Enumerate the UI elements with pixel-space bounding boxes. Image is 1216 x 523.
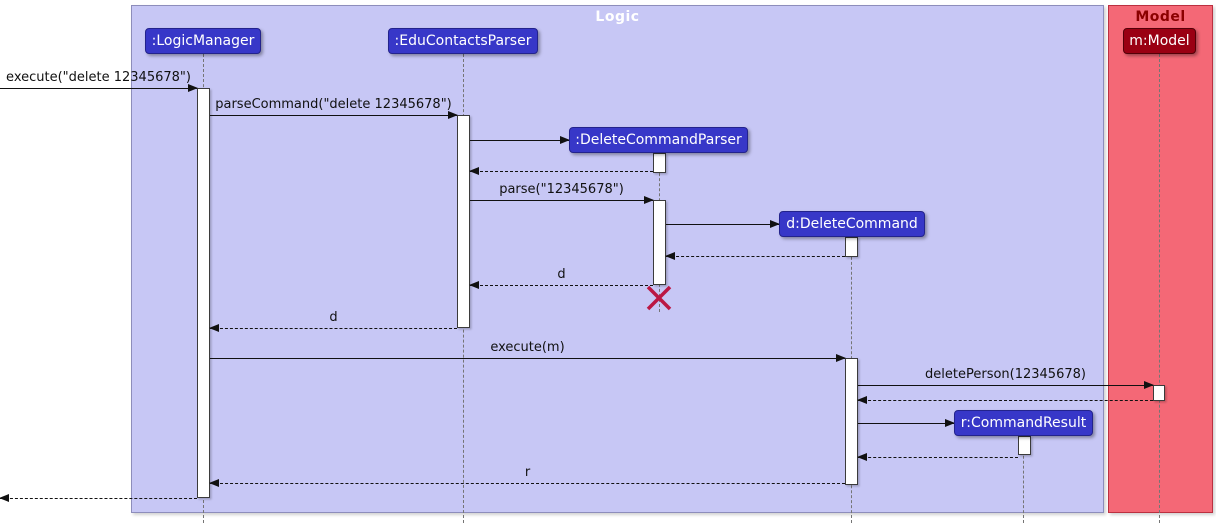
participant-logic-manager: :LogicManager — [145, 28, 261, 54]
arrowhead-left-icon — [857, 453, 867, 461]
arrowhead-right-icon — [836, 354, 846, 362]
participant-model-label: m:Model — [1129, 33, 1190, 49]
message-parse-command-label: parseCommand("delete 12345678") — [215, 97, 452, 112]
participant-edu-contacts-parser: :EduContactsParser — [388, 28, 538, 54]
lifeline-command-result — [1023, 436, 1024, 523]
arrowhead-right-icon — [560, 136, 570, 144]
message-return-d-to-manager-label: d — [329, 310, 338, 325]
message-execute-m-label: execute(m) — [490, 340, 565, 355]
participant-delete-command-parser-label: :DeleteCommandParser — [575, 132, 742, 148]
message-create-delete-command-parser-line — [470, 140, 569, 141]
participant-delete-command-label: d:DeleteCommand — [786, 216, 918, 232]
frame-logic: Logic — [131, 5, 1104, 513]
destroy-delete-command-parser-icon — [646, 285, 672, 311]
message-parse-command-line — [210, 115, 457, 116]
participant-command-result: r:CommandResult — [954, 410, 1093, 436]
participant-delete-command: d:DeleteCommand — [779, 211, 925, 237]
message-return-delete-person-line — [858, 400, 1153, 401]
message-create-delete-command-line — [666, 224, 779, 225]
activation-delete-command-create — [845, 237, 858, 257]
frame-title-model: Model — [1135, 9, 1186, 25]
frame-model: Model — [1108, 5, 1213, 513]
activation-logic-manager — [197, 88, 210, 498]
arrowhead-right-icon — [448, 111, 458, 119]
message-return-create-parser-line — [470, 171, 653, 172]
message-parse-line — [470, 200, 653, 201]
arrowhead-left-icon — [469, 281, 479, 289]
activation-model — [1153, 385, 1165, 401]
arrowhead-left-icon — [209, 479, 219, 487]
message-return-create-command-line — [666, 256, 845, 257]
arrowhead-left-icon — [665, 252, 675, 260]
arrowhead-right-icon — [644, 196, 654, 204]
activation-edu-contacts-parser — [457, 115, 470, 328]
message-return-d-to-parser-label: d — [557, 267, 566, 282]
message-execute-label: execute("delete 12345678") — [6, 70, 191, 85]
arrowhead-left-icon — [0, 494, 9, 502]
arrowhead-left-icon — [857, 396, 867, 404]
activation-delete-command-parser-create — [653, 153, 666, 173]
message-return-r-line — [210, 483, 845, 484]
arrowhead-right-icon — [1144, 381, 1154, 389]
message-parse-label: parse("12345678") — [499, 182, 624, 197]
message-return-final-line — [0, 498, 197, 499]
participant-delete-command-parser: :DeleteCommandParser — [569, 127, 748, 153]
participant-command-result-label: r:CommandResult — [960, 415, 1087, 431]
arrowhead-left-icon — [469, 167, 479, 175]
frame-title-logic: Logic — [595, 9, 640, 25]
message-delete-person-line — [858, 385, 1153, 386]
activation-delete-command-parser-parse — [653, 200, 666, 285]
message-return-create-result-line — [858, 457, 1018, 458]
participant-edu-contacts-parser-label: :EduContactsParser — [394, 33, 532, 49]
message-return-r-label: r — [524, 465, 531, 480]
arrowhead-right-icon — [945, 419, 955, 427]
arrowhead-right-icon — [188, 84, 198, 92]
message-execute-m-line — [210, 358, 845, 359]
message-create-command-result-line — [858, 423, 954, 424]
message-return-d-to-manager-line — [210, 328, 457, 329]
activation-delete-command-execute — [845, 358, 858, 485]
arrowhead-left-icon — [209, 324, 219, 332]
message-return-d-to-parser-line — [470, 285, 653, 286]
participant-model: m:Model — [1123, 28, 1196, 54]
activation-command-result — [1018, 436, 1031, 455]
message-delete-person-label: deletePerson(12345678) — [925, 367, 1086, 382]
participant-logic-manager-label: :LogicManager — [151, 33, 255, 49]
lifeline-model — [1159, 54, 1160, 523]
arrowhead-right-icon — [770, 220, 780, 228]
message-execute-line — [0, 88, 197, 89]
